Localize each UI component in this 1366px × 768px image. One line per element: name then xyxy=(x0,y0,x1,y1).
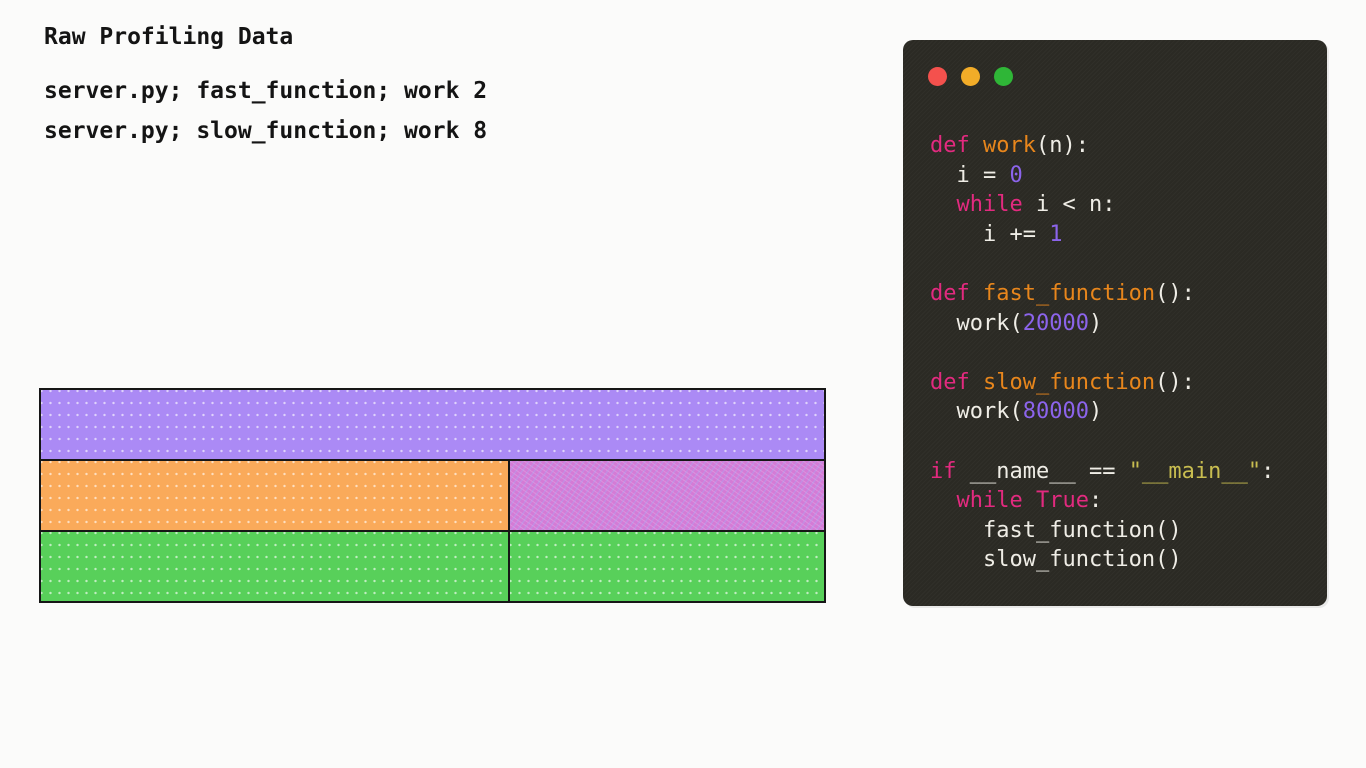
flame-graph xyxy=(39,388,826,603)
code-token-txt: (): xyxy=(1155,369,1195,395)
flame-row-depth-1 xyxy=(39,459,826,532)
flame-frame-fast_function-depth1 xyxy=(39,459,511,532)
page-title: Raw Profiling Data xyxy=(44,24,294,50)
flame-frame-slow_function-depth1 xyxy=(508,459,826,532)
code-token-txt: i < n: xyxy=(1022,192,1116,218)
code-token-num: 20000 xyxy=(1022,310,1089,336)
code-token-txt: work( xyxy=(930,310,1023,336)
code-line: def slow_function(): xyxy=(930,368,1327,398)
code-token-kw: def xyxy=(930,133,983,158)
minimize-button[interactable] xyxy=(961,67,980,86)
code-token-txt: fast_function() xyxy=(930,517,1182,543)
code-token-kw: while xyxy=(956,488,1023,514)
code-line xyxy=(930,249,1327,279)
code-block: def work(n): i = 0 while i < n: i += 1 d… xyxy=(903,131,1327,575)
code-line: slow_function() xyxy=(930,545,1327,575)
code-line xyxy=(930,338,1327,368)
code-line xyxy=(930,427,1327,457)
code-token-kw: True xyxy=(1035,488,1089,514)
flame-row-depth-0 xyxy=(39,388,826,461)
flame-frame-work-depth2 xyxy=(508,530,826,603)
code-line: i = 0 xyxy=(930,161,1327,191)
code-token-txt: work( xyxy=(930,399,1023,425)
code-token-kw: def xyxy=(930,369,983,395)
code-token-num: 80000 xyxy=(1022,399,1089,425)
close-button[interactable] xyxy=(928,67,947,86)
code-line: if __name__ == "__main__": xyxy=(930,457,1327,487)
code-token-txt: (): xyxy=(1155,280,1195,306)
code-line: work(20000) xyxy=(930,309,1327,339)
code-token-txt: ) xyxy=(1088,399,1103,425)
code-token-txt: : xyxy=(1088,488,1103,514)
code-token-txt: __name__ == xyxy=(956,458,1129,484)
code-token-fn: slow_function xyxy=(982,369,1156,395)
code-token-txt xyxy=(930,192,957,217)
code-token-txt: i = xyxy=(930,162,1010,188)
code-token-fn: work xyxy=(982,133,1036,158)
code-token-txt: i += xyxy=(930,221,1050,247)
code-token-txt: (n): xyxy=(1035,133,1089,158)
raw-sample-line: server.py; fast_function; work 2 xyxy=(44,78,488,104)
code-token-kw: def xyxy=(930,280,983,306)
zoom-button[interactable] xyxy=(994,67,1013,86)
code-token-str: "__main__" xyxy=(1128,458,1262,484)
code-line: def fast_function(): xyxy=(930,279,1327,309)
code-line: i += 1 xyxy=(930,220,1327,250)
flame-row-depth-2 xyxy=(39,530,826,603)
code-token-kw: while xyxy=(956,192,1023,218)
code-token-kw: if xyxy=(930,458,957,484)
code-editor-window: def work(n): i = 0 while i < n: i += 1 d… xyxy=(903,40,1327,606)
code-line: def work(n): xyxy=(930,131,1327,161)
code-token-txt: ) xyxy=(1088,310,1103,336)
code-line: work(80000) xyxy=(930,397,1327,427)
code-token-fn: fast_function xyxy=(982,280,1156,306)
code-line: while True: xyxy=(930,486,1327,516)
raw-sample-line: server.py; slow_function; work 8 xyxy=(44,118,488,144)
flame-frame-work-depth2 xyxy=(39,530,511,603)
code-token-num: 1 xyxy=(1049,221,1063,247)
code-token-txt xyxy=(1023,488,1036,513)
code-token-num: 0 xyxy=(1009,162,1023,188)
code-token-txt: : xyxy=(1261,458,1275,484)
raw-sample-list: server.py; fast_function; work 2 server.… xyxy=(44,78,487,145)
code-line: while i < n: xyxy=(930,190,1327,220)
raw-profiling-panel: Raw Profiling Data server.py; fast_funct… xyxy=(44,24,487,145)
code-token-txt xyxy=(930,488,957,513)
code-token-txt: slow_function() xyxy=(930,547,1182,573)
flame-frame-server.py-depth0 xyxy=(39,388,826,461)
code-line: fast_function() xyxy=(930,516,1327,546)
window-controls xyxy=(928,67,1327,86)
